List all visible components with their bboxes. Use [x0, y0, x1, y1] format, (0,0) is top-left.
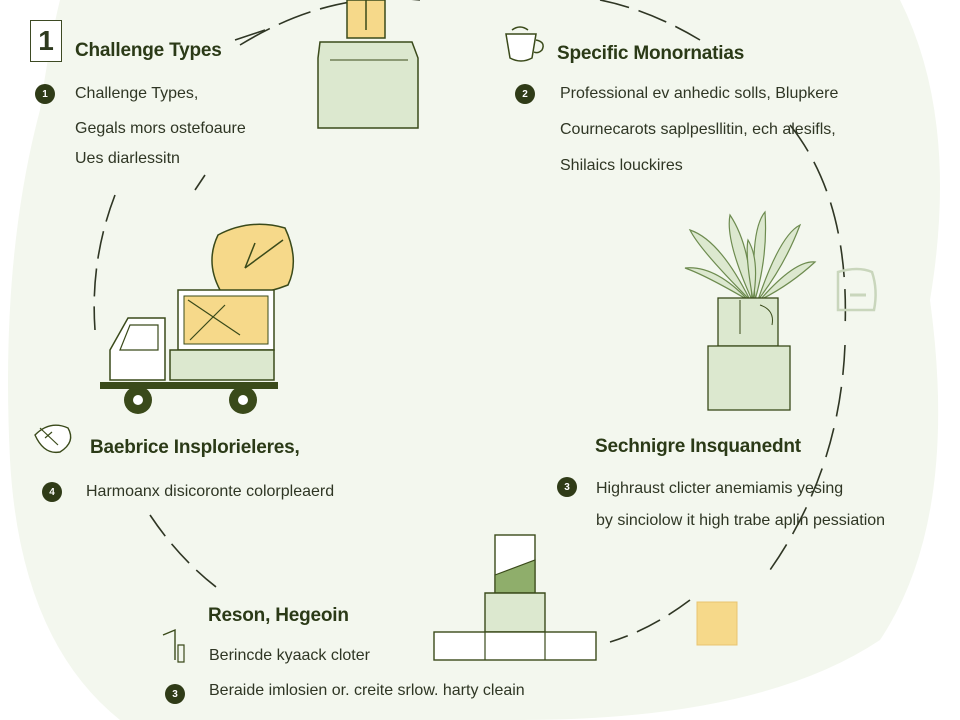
step-badge: 2	[515, 84, 535, 104]
section-line: Shilaics louckires	[560, 157, 683, 174]
step-badge: 4	[42, 482, 62, 502]
section-line: Berincde kyaack cloter	[209, 647, 370, 664]
section-heading-sechnigre: Sechnigre Insquanednt	[595, 436, 801, 457]
section-line: Beraide imlosien or. creite srlow. harty…	[209, 682, 525, 699]
section-heading-baebrice: Baebrice Insplorieleres,	[90, 437, 300, 458]
section-line: Professional ev anhedic solls, Blupkere	[560, 85, 839, 102]
section-line: Gegals mors ostefoaure	[75, 120, 246, 137]
section-line: Challenge Types,	[75, 85, 199, 102]
section-line: Highraust clicter anemiamis yesing	[596, 480, 844, 497]
section-heading-reson: Reson, Hegeoin	[208, 605, 349, 626]
step-number-box: 1	[30, 20, 62, 62]
step-badge: 3	[165, 684, 185, 704]
section-heading-specific: Specific Monornatias	[557, 43, 745, 64]
step-badge: 3	[557, 477, 577, 497]
section-line: by sinciolow it high trabe aplin pessiat…	[596, 512, 886, 529]
section-heading-challenge-types: Challenge Types	[75, 40, 222, 61]
section-line: Ues diarlessitn	[75, 150, 180, 167]
section-line: Harmoanx disicoronte colorpleaerd	[86, 483, 335, 500]
step-badge: 1	[35, 84, 55, 104]
section-line: Cournecarots saplpesllitin, ech alesifls…	[560, 121, 836, 138]
